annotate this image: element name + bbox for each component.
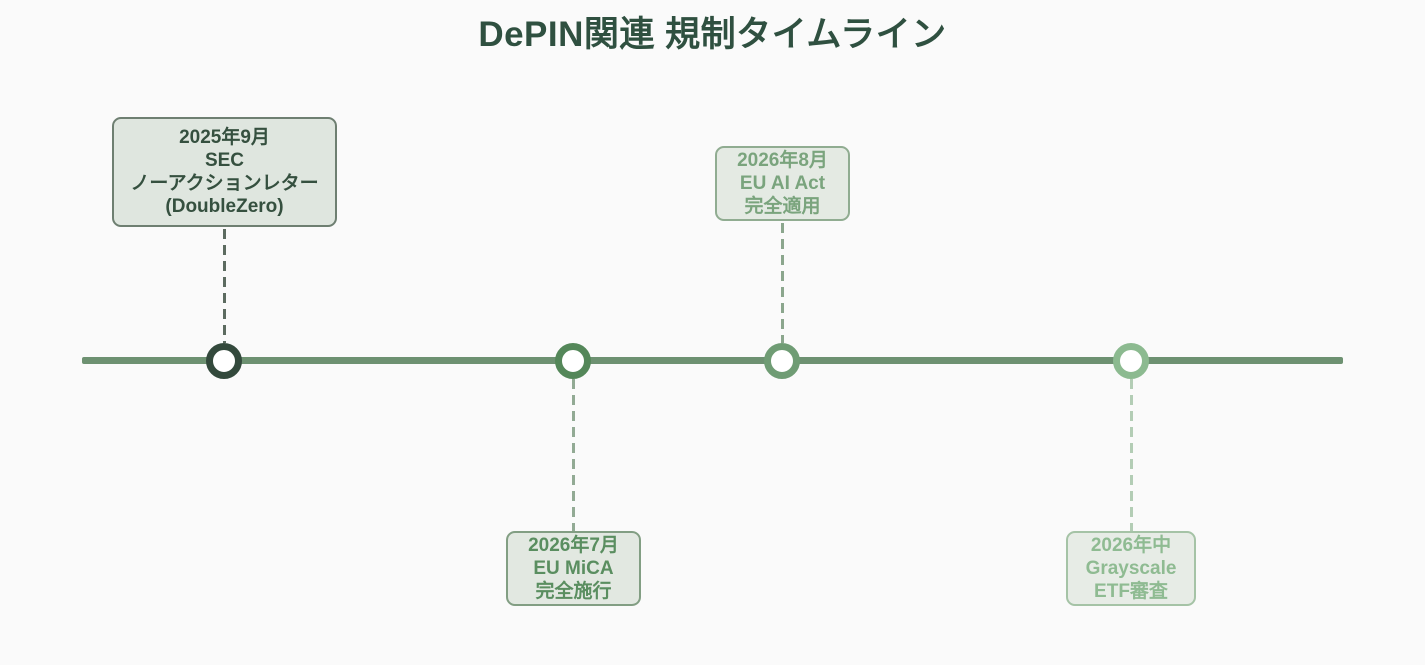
event-label: (DoubleZero)	[165, 196, 284, 217]
timeline-node-grayscale-etf	[1113, 343, 1149, 379]
event-card-eu-ai-act: 2026年8月 EU AI Act 完全適用	[715, 146, 850, 221]
timeline-axis	[82, 357, 1343, 364]
event-label: EU MiCA	[533, 558, 614, 579]
event-card-eu-mica: 2026年7月 EU MiCA 完全施行	[506, 531, 641, 606]
event-date: 2025年9月	[179, 127, 270, 148]
event-label: ノーアクションレター	[130, 173, 319, 194]
event-label: EU AI Act	[739, 173, 826, 194]
page-title: DePIN関連 規制タイムライン	[478, 15, 947, 54]
connector-dashed-line	[1130, 379, 1133, 531]
event-label: 完全施行	[535, 581, 612, 602]
event-date: 2026年中	[1090, 535, 1172, 556]
timeline-node-sec-no-action	[206, 343, 242, 379]
event-label: SEC	[204, 150, 245, 171]
event-card-sec-no-action: 2025年9月 SEC ノーアクションレター (DoubleZero)	[112, 117, 337, 227]
timeline-node-eu-mica	[555, 343, 591, 379]
event-date: 2026年7月	[528, 535, 619, 556]
event-label: 完全適用	[744, 196, 821, 217]
timeline-node-eu-ai-act	[764, 343, 800, 379]
connector-dashed-line	[781, 223, 784, 343]
connector-dashed-line	[572, 379, 575, 531]
event-label: Grayscale	[1085, 558, 1177, 579]
connector-dashed-line	[223, 229, 226, 343]
event-card-grayscale-etf: 2026年中 Grayscale ETF審査	[1066, 531, 1196, 606]
event-label: ETF審査	[1094, 581, 1168, 602]
event-date: 2026年8月	[737, 150, 828, 171]
